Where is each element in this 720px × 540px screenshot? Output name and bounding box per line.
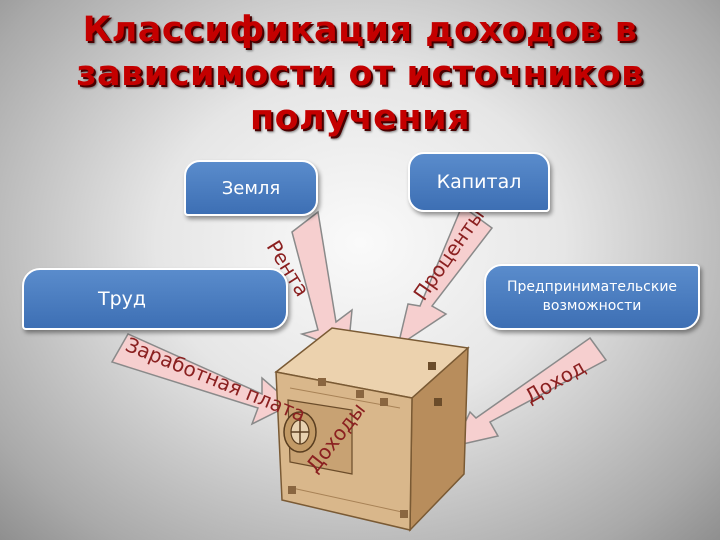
- source-label-predprinimatelskie: Предпринимательские возможности: [507, 278, 677, 316]
- page-title: Классификация доходов в зависимости от и…: [40, 8, 680, 140]
- source-label-kapital: Капитал: [436, 171, 522, 193]
- title-line-3: получения: [249, 98, 471, 138]
- source-label-predp-line1: Предпринимательские: [506, 279, 678, 295]
- source-label-predp-line2: возможности: [542, 298, 642, 314]
- source-box-kapital: Капитал: [408, 152, 550, 212]
- arrow-dohod: [452, 336, 608, 448]
- arrow-zarplata: [110, 333, 294, 426]
- title-line-1: Классификация доходов в: [82, 10, 638, 50]
- safe-illustration: [274, 327, 470, 532]
- arrow-procenty: [396, 204, 494, 348]
- label-procenty: Проценты: [408, 204, 489, 305]
- source-label-trud: Труд: [98, 288, 147, 310]
- title-line-2: зависимости от источников: [76, 54, 644, 94]
- source-box-trud: Труд: [22, 268, 288, 330]
- source-label-zemlya: Земля: [221, 177, 281, 199]
- source-box-zemlya: Земля: [184, 160, 318, 216]
- source-box-predprinimatelskie: Предпринимательские возможности: [484, 264, 700, 330]
